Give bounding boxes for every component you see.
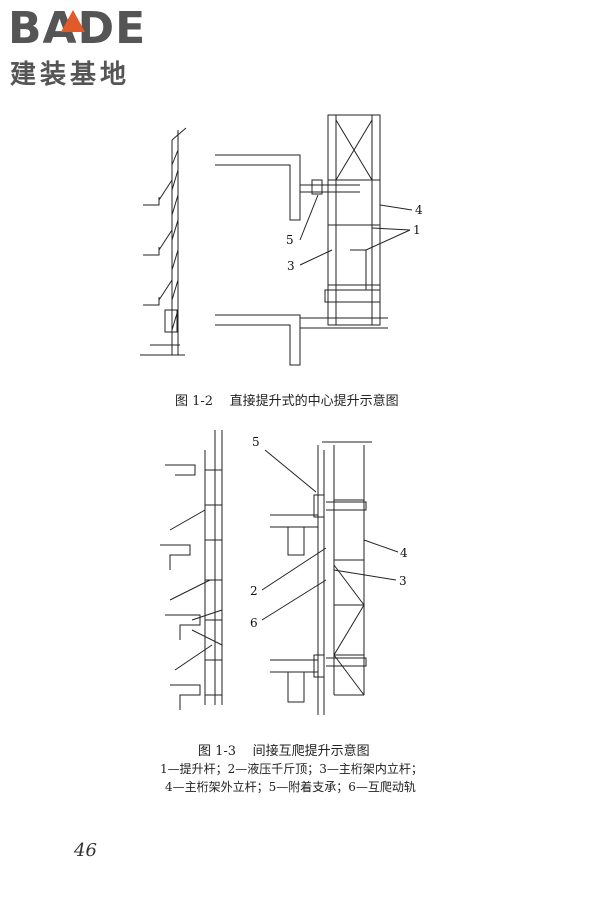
- fig12-leader-1b: [365, 229, 411, 251]
- figure-1-3-number: 图 1-3: [198, 744, 237, 759]
- fig12-upper-slab: [215, 154, 301, 221]
- fig13-label-2: 2: [250, 584, 258, 598]
- brand-logo: BADE 建装基地: [8, 4, 178, 94]
- fig13-upper-slab: [270, 514, 319, 556]
- fig13-right-frame: [313, 441, 372, 715]
- logo-subtitle: 建装基地: [10, 60, 131, 90]
- figure-1-3-title: 间接互爬提升示意图: [252, 744, 370, 759]
- fig13-leader-2: [261, 547, 327, 591]
- fig12-leader-5: [299, 194, 319, 241]
- fig12-leader-4: [379, 204, 413, 211]
- fig13-leader-3: [333, 569, 397, 581]
- figure-1-2-caption: 图 1-2 直接提升式的中心提升示意图: [175, 390, 399, 409]
- fig13-leader-5: [264, 449, 317, 493]
- fig13-leader-6: [261, 579, 327, 621]
- fig13-left-elevation: [160, 430, 223, 710]
- fig12-label-4: 4: [415, 203, 423, 217]
- figure-1-3-legend-line-1: 1—提升杆；2—液压千斤顶；3—主桁架内立杆；: [160, 762, 423, 776]
- fig13-leader-4: [363, 539, 399, 553]
- fig12-label-3: 3: [287, 259, 295, 273]
- figure-1-2-title: 直接提升式的中心提升示意图: [229, 394, 399, 409]
- fig13-label-6: 6: [250, 616, 258, 630]
- fig13-label-5: 5: [252, 435, 260, 449]
- figure-1-3-drawing: 5 2 6 4 3: [160, 430, 408, 715]
- figure-1-3-legend-line-2: 4—主桁架外立杆；5—附着支承；6—互爬动轨: [165, 780, 416, 794]
- fig12-leader-1a: [371, 227, 411, 231]
- fig13-label-4: 4: [400, 546, 408, 560]
- fig12-right-frame: [300, 114, 388, 329]
- logo-accent-triangle: [61, 10, 85, 32]
- fig12-leader-3: [299, 249, 333, 266]
- fig12-label-5: 5: [286, 233, 294, 247]
- fig12-lower-slab: [215, 314, 301, 366]
- figure-1-3-caption: 图 1-3 间接互爬提升示意图: [198, 740, 370, 759]
- fig12-label-1: 1: [413, 223, 421, 237]
- fig12-left-elevation: [140, 127, 187, 356]
- fig13-label-3: 3: [399, 574, 407, 588]
- figure-1-2-drawing: 5 3 4 1: [140, 114, 423, 366]
- figure-1-2-number: 图 1-2: [175, 394, 214, 409]
- page-number: 46: [74, 840, 97, 861]
- fig13-lower-slab: [270, 659, 319, 703]
